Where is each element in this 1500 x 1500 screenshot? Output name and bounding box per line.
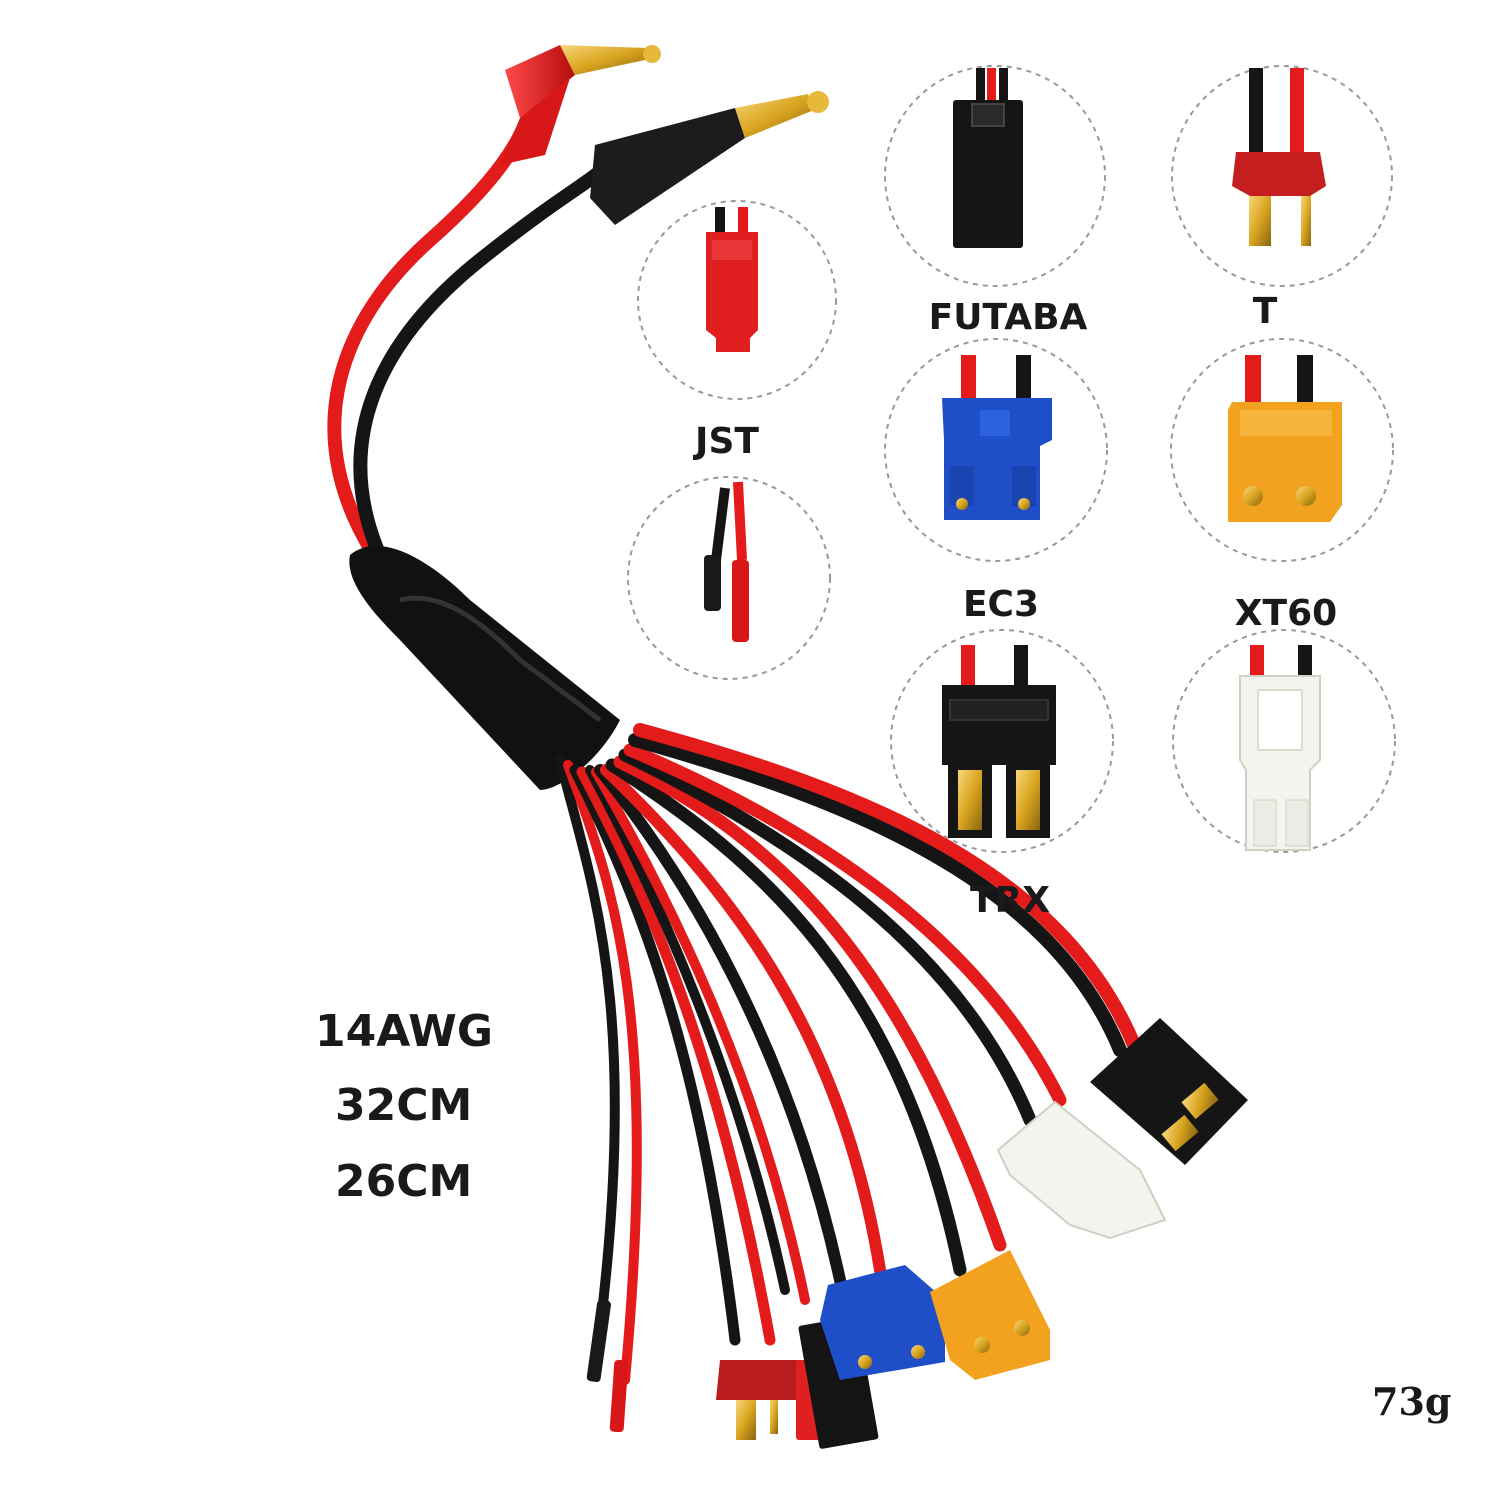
detail-circle-ec3 <box>884 338 1108 562</box>
output-ec3 <box>820 1265 945 1380</box>
spec-length-2: 26CM <box>335 1156 473 1207</box>
detail-circle-tamiya <box>1172 629 1396 853</box>
spec-length-1: 32CM <box>335 1080 473 1131</box>
futaba-connector <box>953 100 1023 248</box>
label-ec3: EC3 <box>962 584 1040 625</box>
label-xt60: XT60 <box>1234 593 1338 634</box>
detail-circle-xt60 <box>1170 338 1394 562</box>
detail-circle-t <box>1171 65 1393 287</box>
output-wires <box>555 723 1147 1385</box>
banana-plug-leads <box>327 88 627 563</box>
banana-plug-red <box>500 45 661 165</box>
jst-connector <box>706 232 758 352</box>
t-plug-connector <box>1232 152 1326 196</box>
output-bare-leads <box>586 1299 629 1433</box>
detail-circle-jst <box>637 200 837 400</box>
detail-circle-trx <box>890 629 1114 853</box>
label-jst: JST <box>695 421 759 462</box>
output-xt60 <box>930 1250 1050 1380</box>
detail-circle-bare-leads <box>627 476 831 680</box>
output-trx <box>1090 1018 1248 1165</box>
output-tamiya <box>996 1100 1167 1240</box>
banana-plug-black <box>590 91 829 225</box>
label-t: T <box>1252 291 1278 332</box>
output-t-plug <box>716 1360 805 1440</box>
detail-circle-futaba <box>884 65 1106 287</box>
spec-gauge: 14AWG <box>315 1006 493 1057</box>
label-trx: TRX <box>969 880 1051 921</box>
bare-lead-red <box>732 560 749 642</box>
trx-connector <box>942 685 1056 765</box>
weight-label: 73g <box>1372 1379 1452 1424</box>
bare-lead-black <box>704 555 721 611</box>
heat-shrink-junction <box>349 545 620 790</box>
label-futaba: FUTABA <box>928 297 1088 338</box>
